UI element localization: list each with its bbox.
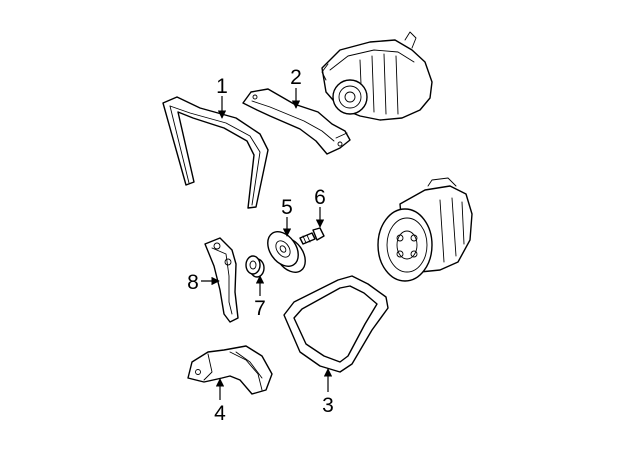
callout-7: 7	[254, 297, 266, 320]
belt-3-drawing	[283, 275, 389, 373]
bracket-4-drawing	[187, 345, 273, 395]
tensioner-8-drawing	[204, 237, 239, 323]
callout-1: 1	[216, 75, 228, 98]
belt-1-drawing	[162, 96, 269, 209]
callout-2: 2	[290, 66, 302, 89]
callout-5: 5	[281, 196, 293, 219]
bolt-6-drawing	[299, 227, 325, 245]
callout-8: 8	[187, 271, 199, 294]
alternator-drawing	[321, 31, 433, 121]
bracket-2-drawing	[242, 88, 351, 155]
nut-7-drawing	[245, 255, 265, 278]
callout-6: 6	[314, 186, 326, 209]
callout-3: 3	[322, 394, 334, 417]
pulley-5-drawing	[267, 231, 306, 273]
compressor-drawing	[377, 177, 473, 282]
callout-4: 4	[214, 402, 226, 425]
